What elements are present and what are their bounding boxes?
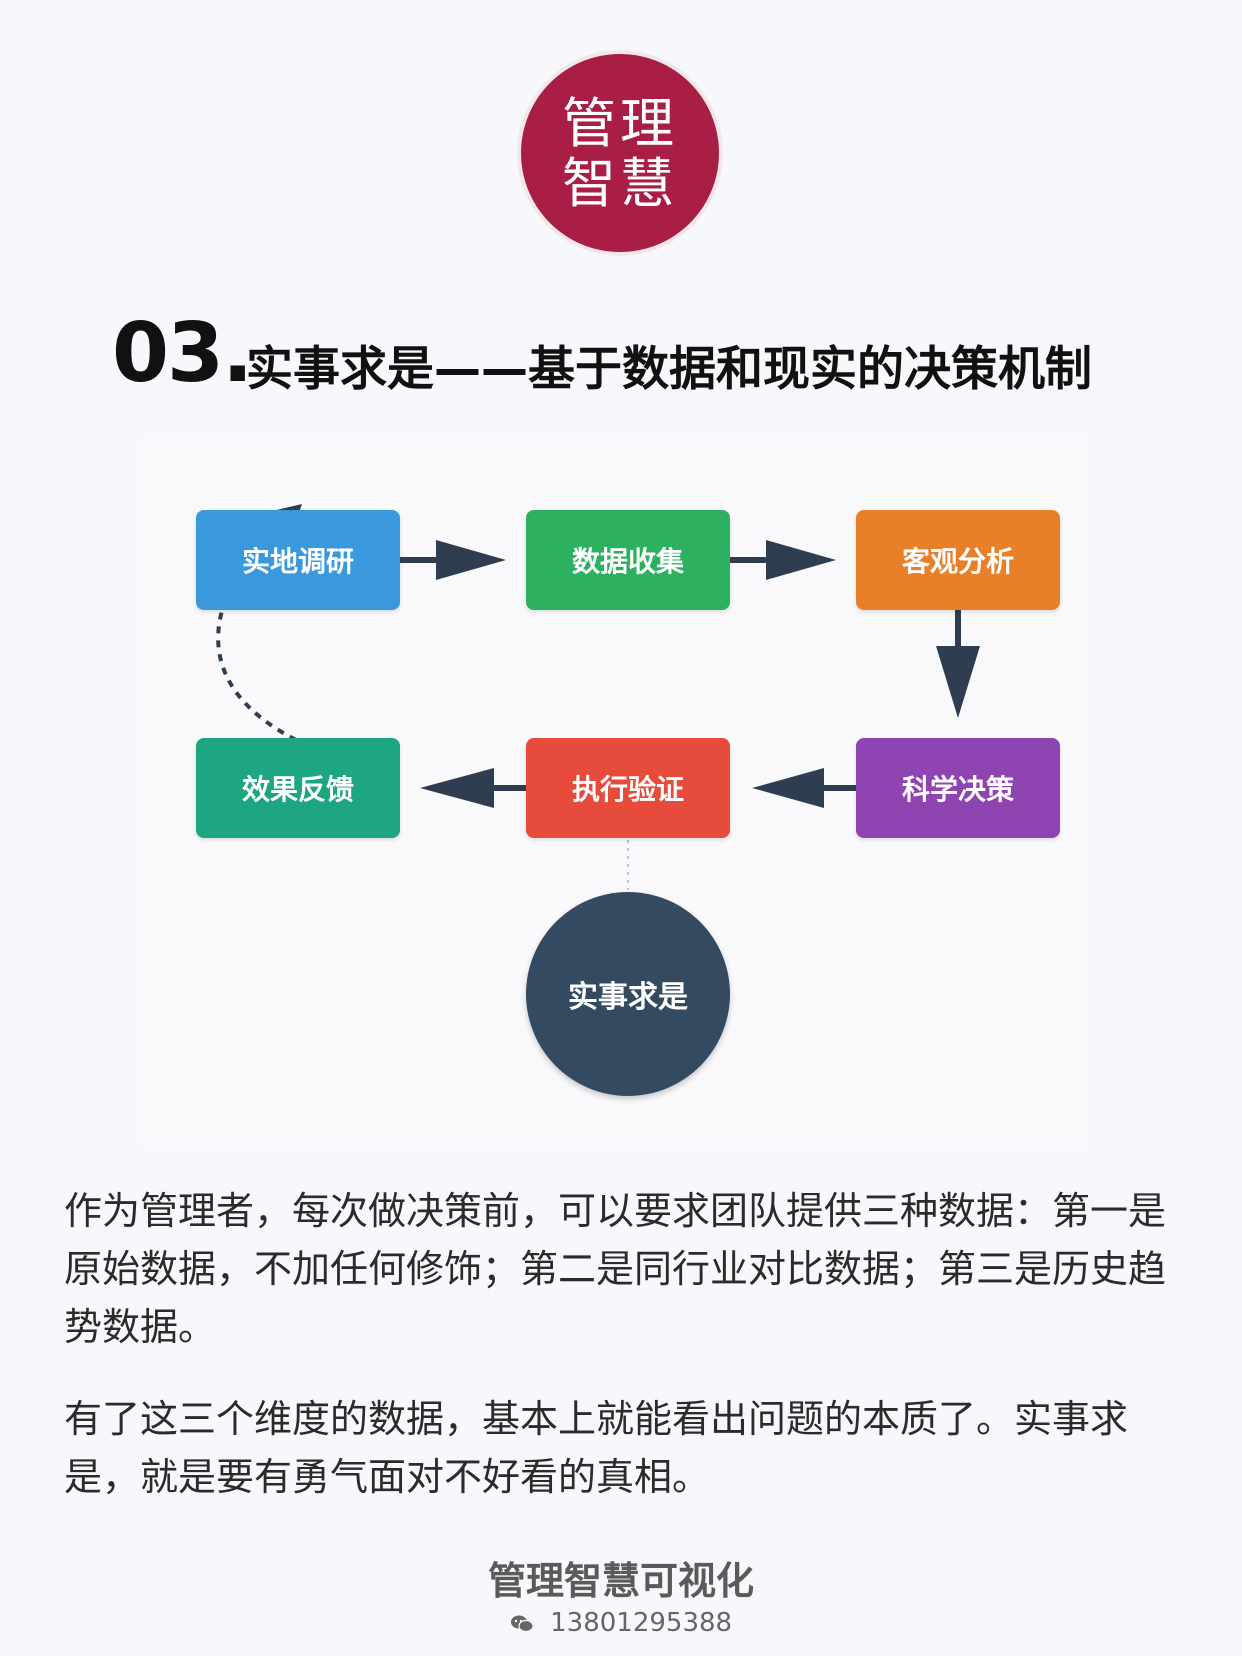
arrowhead-collection-to-analysis [766,540,836,580]
edge-feedback-to-research [216,520,297,742]
paragraph-conclusion: 有了这三个维度的数据，基本上就能看出问题的本质了。实事求是，就是要有勇气面对不好… [64,1397,1129,1499]
arrowhead-analysis-to-decision [936,646,980,718]
arrowhead-execution-to-feedback [420,768,494,808]
wechat-icon [510,1615,534,1633]
section-title: 03. 实事求是——基于数据和现实的决策机制 [112,306,1192,401]
section-number: 03. [112,306,253,401]
node-data-collection: 数据收集 [526,510,730,610]
logo-line-1: 管理 [562,92,678,155]
node-scientific-decision: 科学决策 [856,738,1060,838]
section-heading: 实事求是——基于数据和现实的决策机制 [246,342,1092,397]
paragraph-data-requirements: 作为管理者，每次做决策前，可以要求团队提供三种数据：第一是原始数据，不加任何修饰… [64,1189,1167,1349]
footer-phone: 13801295388 [550,1608,733,1638]
node-objective-analysis: 客观分析 [856,510,1060,610]
center-principle: 实事求是 [526,892,730,1096]
node-field-research: 实地调研 [196,510,400,610]
arrowhead-decision-to-execution [752,768,824,808]
node-effect-feedback: 效果反馈 [196,738,400,838]
footer-contact: 13801295388 [0,1608,1242,1638]
node-execution-verification: 执行验证 [526,738,730,838]
brand-logo: 管理 智慧 [521,54,719,252]
arrowhead-research-to-collection [436,540,506,580]
footer-brand: 管理智慧可视化 [487,1559,754,1603]
logo-line-2: 智慧 [562,152,678,215]
